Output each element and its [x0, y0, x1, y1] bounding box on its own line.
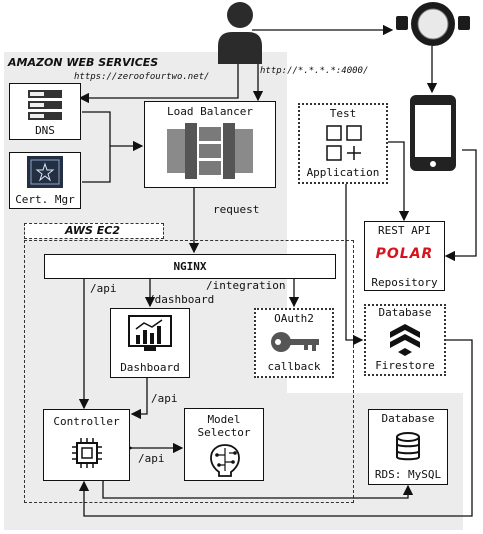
request-edge-label: request	[213, 203, 260, 216]
server-icon	[28, 90, 62, 120]
dns-node: DNS	[9, 83, 81, 140]
rds-sub: RDS: MySQL	[374, 468, 442, 481]
aws-url: https://zeroofourtwo.net/	[74, 72, 210, 82]
rds-title: Database	[381, 412, 435, 425]
rest-api-label: REST API	[378, 224, 431, 237]
cert-mgr-label: Cert. Mgr	[15, 193, 75, 206]
rest-api-node: REST API POLAR Repository	[364, 221, 445, 291]
test-application-node: Test Application	[298, 103, 388, 184]
rds-node: Database RDS: MySQL	[368, 409, 448, 485]
model-selector-label-2: Selector	[197, 426, 251, 439]
model-selector-label-1: Model	[207, 413, 241, 426]
apps-grid-icon	[326, 125, 362, 161]
brain-circuit-icon	[210, 444, 240, 477]
integration-edge-label: /integration	[206, 279, 286, 292]
api-vertical-edge-label: /api	[151, 392, 178, 405]
ec2-title: AWS EC2	[65, 224, 121, 237]
dashboard-label: Dashboard	[120, 361, 180, 374]
controller-node: Controller	[43, 409, 130, 481]
ec2-region	[24, 240, 354, 503]
cpu-chip-icon	[72, 438, 102, 468]
firestore-icon	[390, 324, 420, 356]
chart-icon	[128, 315, 172, 351]
oauth-node: OAuth2 callback	[254, 308, 334, 378]
dns-label: DNS	[35, 124, 55, 137]
controller-label: Controller	[53, 415, 120, 428]
firestore-sub: Firestore	[375, 359, 435, 372]
test-sub: Application	[306, 166, 380, 179]
api-horizontal-edge-label: /api	[138, 452, 165, 465]
load-balancer-icon	[167, 123, 253, 179]
user-endpoint-label: http://*.*.*.*:4000/	[260, 66, 369, 76]
model-selector-node: Model Selector	[184, 408, 264, 481]
load-balancer-node: Load Balancer	[144, 101, 276, 188]
load-balancer-label: Load Balancer	[166, 105, 254, 118]
key-icon	[271, 332, 319, 352]
firestore-title: Database	[378, 306, 432, 319]
database-icon	[396, 432, 420, 461]
ec2-title-box: AWS EC2	[24, 223, 164, 239]
nginx-node: NGINX	[44, 254, 336, 279]
repository-label: Repository	[371, 276, 438, 289]
firestore-node: Database Firestore	[364, 304, 446, 376]
test-title: Test	[329, 107, 357, 120]
dashboard-node: Dashboard	[110, 308, 190, 378]
smartwatch-icon	[396, 2, 470, 48]
dashboard-edge-label: /dashboard	[148, 293, 215, 306]
certificate-icon	[27, 156, 63, 188]
oauth-title: OAuth2	[274, 312, 314, 325]
polar-logo: POLAR	[375, 246, 434, 262]
nginx-label: NGINX	[173, 260, 207, 273]
user-icon	[215, 0, 265, 64]
cert-mgr-node: Cert. Mgr	[9, 152, 81, 209]
api-edge-label: /api	[90, 282, 117, 295]
smartphone-icon	[410, 95, 456, 171]
aws-title: AMAZON WEB SERVICES	[8, 56, 159, 69]
oauth-sub: callback	[267, 360, 321, 373]
